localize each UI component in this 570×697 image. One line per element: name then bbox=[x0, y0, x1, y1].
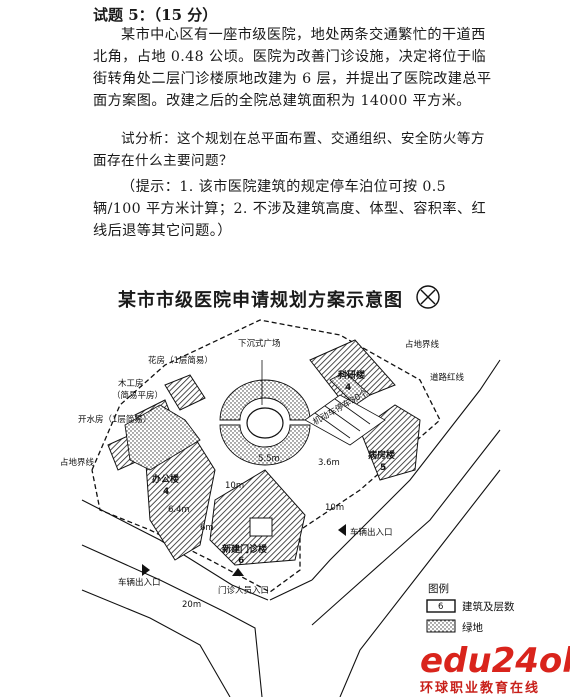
label-outpatient-building: 新建门诊楼 bbox=[222, 543, 267, 555]
legend-building-sample: 6 bbox=[438, 602, 443, 612]
label-flower-house: 花房（1层简易） bbox=[148, 355, 213, 366]
label-dim-3: 6m bbox=[200, 523, 214, 533]
legend: 图例 6 建筑及层数 绿地 bbox=[426, 582, 515, 634]
question-title: 试题 5：（15 分） bbox=[93, 6, 218, 24]
label-ward-floors: 5 bbox=[380, 463, 386, 473]
parking-lot bbox=[304, 394, 386, 446]
label-dim-2: 6.4m bbox=[168, 505, 190, 515]
label-dim-1: 5.5m bbox=[258, 454, 280, 464]
label-pedestrian-entrance: 门诊人员入口 bbox=[218, 585, 269, 596]
label-dim-5: 10m bbox=[225, 481, 244, 491]
label-carpentry-1: 木工房 bbox=[118, 378, 144, 389]
legend-building-label: 建筑及层数 bbox=[462, 600, 515, 613]
watermark-logo: edu24ol 环球职业教育在线 bbox=[420, 641, 570, 696]
label-road-red-line: 道路红线 bbox=[430, 372, 465, 383]
sunken-plaza bbox=[246, 360, 284, 439]
legend-green-swatch bbox=[426, 619, 456, 633]
question-paragraph-3: （提示：1. 该市医院建筑的规定停车泊位可按 0.5 辆/100 平方米计算；2… bbox=[93, 179, 487, 239]
entrance-arrows bbox=[142, 524, 346, 576]
label-land-line-left: 占地界线 bbox=[60, 457, 95, 468]
label-medical-building: 科研楼 bbox=[338, 369, 365, 381]
green-areas bbox=[124, 371, 371, 471]
legend-building-swatch bbox=[426, 599, 456, 613]
label-water-house: 开水房（1层简易） bbox=[78, 414, 151, 425]
label-vehicle-entrance-right: 车辆出入口 bbox=[350, 527, 393, 538]
question-paragraph-2: 试分析：这个规划在总平面布置、交通组织、安全防火等方面存在什么主要问题？ bbox=[93, 131, 485, 169]
roads bbox=[81, 359, 501, 697]
legend-title: 图例 bbox=[428, 582, 449, 595]
flower-house bbox=[164, 374, 206, 411]
watermark-tagline: 环球职业教育在线 bbox=[420, 680, 540, 696]
label-ward-building: 病房楼 bbox=[368, 449, 395, 461]
legend-green-label: 绿地 bbox=[462, 621, 483, 634]
label-land-line-right: 占地界线 bbox=[405, 339, 440, 350]
label-vehicle-entrance-left: 车辆出入口 bbox=[118, 577, 161, 588]
label-sunken-plaza: 下沉式广场 bbox=[238, 338, 281, 349]
label-carpentry-2: （简易平房） bbox=[112, 390, 163, 401]
label-outpatient-floors: 6 bbox=[238, 556, 244, 566]
medical-building bbox=[309, 339, 396, 406]
question-paragraph-1: 某市中心区有一座市级医院，地处两条交通繁忙的干道西北角，占地 0.48 公顷。医… bbox=[93, 27, 492, 109]
watermark-logo-text: edu24ol bbox=[420, 641, 570, 681]
site-boundary bbox=[91, 319, 441, 593]
label-office-building: 办公楼 bbox=[152, 473, 179, 485]
map-title: 某市市级医院申请规划方案示意图 bbox=[118, 290, 403, 311]
label-dim-7: 20m bbox=[182, 600, 201, 610]
label-dim-4: 10m bbox=[325, 503, 344, 513]
north-arrow-icon bbox=[416, 285, 440, 309]
label-dim-6: 3.6m bbox=[318, 458, 340, 468]
label-medical-floors: 4 bbox=[345, 383, 351, 393]
label-office-floors: 4 bbox=[163, 487, 169, 497]
